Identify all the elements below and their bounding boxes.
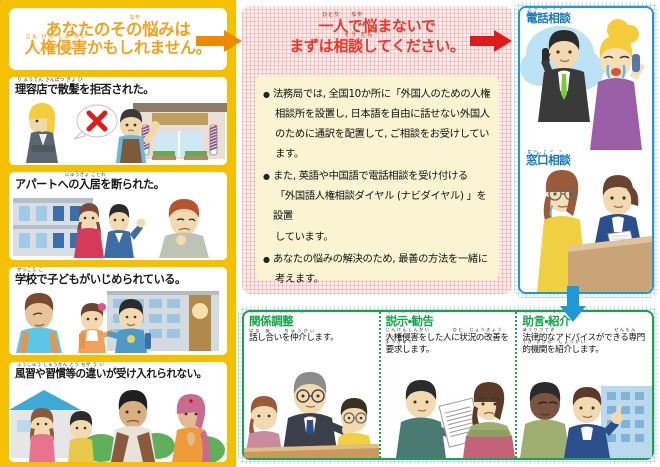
illustration-school-bullying	[9, 289, 227, 355]
illustration-phone-consultation	[520, 8, 652, 150]
blue-arrow-down	[560, 286, 586, 322]
action-column-mediation: かん けい ちょう せい 関係調整 はな あ ちゅうかい 話し合いを仲介します。	[244, 312, 379, 458]
consultation-methods-panel: でん わ そう だん 電話相談	[518, 6, 654, 294]
case-card-apartment: にゅうきょ ことわ アパートへの入居を断られた。	[9, 172, 227, 260]
illustration-apartment-rental-refusal	[9, 194, 227, 260]
action-title-mediation: かん けい ちょう せい 関係調整	[249, 312, 309, 328]
consultation-heading-line-2: まずは相談してください。	[289, 36, 465, 55]
orange-arrow-right	[196, 30, 242, 52]
illustration-referral-advice	[517, 372, 653, 458]
consultation-info-panel: ひとり なや 一人で悩まないで そう だん まずは相談してください。 ● 法務局…	[242, 6, 512, 294]
left-title-line-1: あなたのその悩みは	[45, 19, 191, 39]
bullet-item: ● 法務局では, 全国10か所に「外国人のための人権 相談所を設置し, 日本語を…	[263, 84, 491, 164]
bullet-dot-icon: ●	[263, 254, 270, 264]
illustration-barber-shop-refusal	[9, 99, 227, 165]
case-furigana-4: ふうしゅう しゅうかん とう ちが う い	[17, 363, 105, 368]
bullet-item: ● あなたの悩みの解決のため, 最善の方法を一緒に 考えます。	[263, 249, 491, 289]
action-desc-demand: じんけんしんがい ひと じょうきょう かいぜん 人権侵害をした人に状況の改善を …	[385, 326, 509, 356]
action-column-referral: じょ げん しょう かい 助言・紹介 ほうりつてき せんもん 法律的なアドバイス…	[515, 312, 653, 458]
case-furigana-2: にゅうきょ ことわ	[65, 173, 106, 178]
action-desc-mediation: はな あ ちゅうかい 話し合いを仲介します。	[249, 327, 339, 343]
heading-furigana-2: そう だん	[344, 31, 374, 38]
bullet-item: ● また, 英語や中国語で電話相談を受け付ける 「外国語人権相談ダイヤル (ナビ…	[263, 166, 491, 246]
bullet-text-1: 法務局では, 全国10か所に「外国人のための人権 相談所を設置し, 日本語を自由…	[272, 88, 491, 161]
left-title-line-2: 人権侵害かもしれません。	[24, 38, 212, 58]
case-furigana-3: がっこう こ	[17, 268, 44, 273]
bullet-text-3: あなたの悩みの解決のため, 最善の方法を一緒に 考えます。	[272, 252, 488, 285]
phone-consultation-title: でん わ そう だん 電話相談	[526, 8, 571, 25]
case-furigana-1: り ようてん さんぱつ きょ ひ	[17, 78, 83, 83]
illustration-document-demand	[380, 372, 516, 458]
illustration-mediation-meeting	[244, 372, 379, 458]
phone-consultation-section: でん わ そう だん 電話相談	[520, 8, 652, 150]
case-card-school: がっこう こ 学校で子どもがいじめられている。	[9, 267, 227, 355]
stage: ひとり なや 一人で悩まないで そう だん まずは相談してください。 ● 法務局…	[236, 0, 660, 467]
consultation-bullets-box: ● 法務局では, 全国10か所に「外国人のための人権 相談所を設置し, 日本語を…	[255, 76, 499, 285]
case-label-2: アパートへの入居を断られた。	[15, 178, 165, 191]
left-title-card: なや あなたのその悩みは じん けん しん がい 人権侵害かもしれません。	[9, 8, 227, 70]
action-column-demand: せつ じ かん こく 説示・勧告 じんけんしんがい ひと じょうきょう かいぜん…	[378, 312, 516, 458]
illustration-cultural-difference	[9, 386, 227, 462]
action-title-demand: せつ じ かん こく 説示・勧告	[385, 312, 435, 328]
action-desc-referral: ほうりつてき せんもん 法律的なアドバイスができる専門 てき きかん しょうかい…	[522, 326, 645, 356]
left-problems-column: なや あなたのその悩みは じん けん しん がい 人権侵害かもしれません。 り …	[0, 0, 236, 467]
consultation-heading: ひとり なや 一人で悩まないで そう だん まずは相談してください。	[242, 12, 512, 56]
illustration-counter-consultation	[520, 150, 652, 292]
action-title-referral: じょ げん しょう かい 助言・紹介	[522, 312, 582, 328]
heading-furigana-1: ひとり なや	[322, 12, 363, 18]
consultation-heading-line-1: 一人で悩まないで	[318, 17, 436, 35]
bullet-dot-icon: ●	[263, 90, 270, 99]
bullet-text-2: また, 英語や中国語で電話相談を受け付ける 「外国語人権相談ダイヤル (ナビダイ…	[272, 170, 487, 243]
case-label-3: 学校で子どもがいじめられている。	[15, 273, 186, 286]
title-furigana-1: なや	[129, 14, 141, 21]
case-card-barber: り ようてん さんぱつ きょ ひ 理容店で散髪を拒否された。	[9, 77, 227, 165]
counter-consultation-title: まど ぐち そう だん 窓口相談	[526, 150, 571, 167]
counter-consultation-section: まど ぐち そう だん 窓口相談	[520, 150, 652, 292]
case-card-culture: ふうしゅう しゅうかん とう ちが う い 風習や習慣等の違いが受け入れられない…	[9, 362, 227, 462]
title-furigana-2: じん けん しん がい	[25, 34, 88, 41]
red-arrow-right	[470, 30, 512, 52]
actions-panel: かん けい ちょう せい 関係調整 はな あ ちゅうかい 話し合いを仲介します。	[242, 310, 654, 460]
case-label-4: 風習や習慣等の違いが受け入れられない。	[15, 368, 207, 380]
bullet-dot-icon: ●	[263, 172, 270, 182]
case-label-1: 理容店で散髪を拒否された。	[15, 83, 154, 96]
